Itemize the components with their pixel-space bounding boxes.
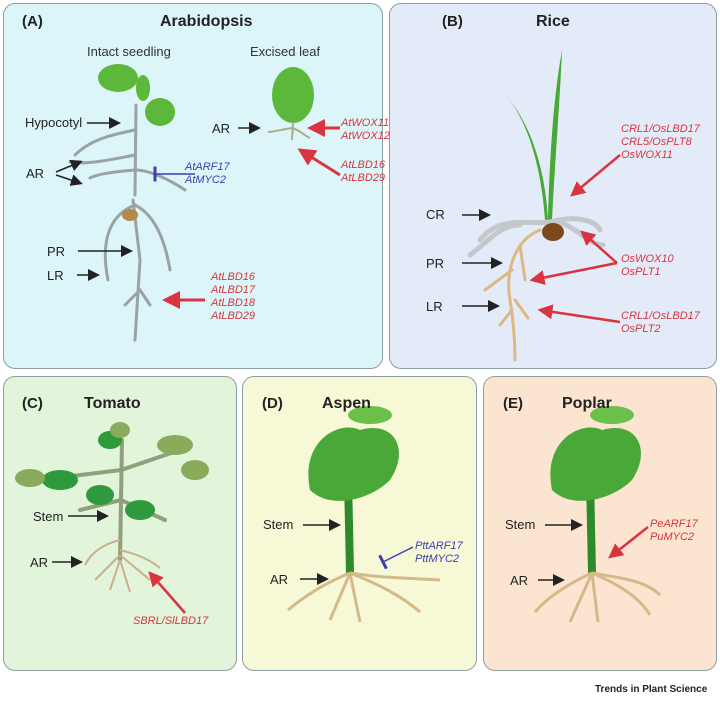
panel-arabidopsis: [3, 3, 383, 369]
panel-title: Aspen: [322, 395, 371, 412]
gene-label: AtWOX11 AtWOX12: [341, 117, 390, 142]
label-stem: Stem: [33, 509, 64, 524]
label-ar: AR: [26, 166, 45, 181]
label-ar: AR: [30, 555, 49, 570]
subtitle: Intact seedling: [87, 44, 171, 59]
gene-label-repressor: AtARF17 AtMYC2: [185, 161, 230, 186]
label-stem: Stem: [505, 517, 536, 532]
label-stem: Stem: [263, 517, 294, 532]
label-pr: PR: [47, 244, 66, 259]
gene-label-repressor: PttARF17 PttMYC2: [415, 540, 463, 565]
label-lr: LR: [47, 268, 64, 283]
gene-label: SBRL/SlLBD17: [133, 615, 209, 627]
journal-footer: Trends in Plant Science: [595, 684, 708, 695]
label-ar: AR: [270, 572, 289, 587]
label-ar-leaf: AR: [212, 121, 231, 136]
leaf-roots: [267, 121, 311, 141]
panel-title: Rice: [536, 13, 570, 30]
panel-letter: (E): [503, 395, 523, 412]
poplar-plant: [533, 406, 662, 623]
label-ar: AR: [510, 573, 529, 588]
panel-title: Arabidopsis: [160, 13, 253, 30]
tomato-plant: [15, 422, 209, 593]
panel-title: Poplar: [562, 395, 612, 412]
panel-letter: (C): [22, 395, 43, 412]
gene-label: OsWOX10 OsPLT1: [621, 253, 674, 278]
aspen-plant: [287, 406, 441, 623]
gene-label: CRL1/OsLBD17 CRL5/OsPLT8 OsWOX11: [621, 123, 700, 161]
panel-letter: (A): [22, 13, 43, 30]
cotyledon-leaves: [98, 64, 314, 126]
gene-label: CRL1/OsLBD17 OsPLT2: [621, 310, 700, 335]
seed-icon: [122, 209, 138, 221]
panel-letter: (D): [262, 395, 283, 412]
panel-poplar: [483, 376, 717, 671]
gene-label: AtLBD16 AtLBD17 AtLBD18 AtLBD29: [211, 271, 256, 322]
rice-seedling: [467, 50, 606, 362]
panel-letter: (B): [442, 13, 463, 30]
arabidopsis-seedling: [68, 103, 187, 342]
gene-label: PeARF17 PuMYC2: [650, 518, 698, 543]
label-hypocotyl: Hypocotyl: [25, 115, 83, 130]
panel-title: Tomato: [84, 395, 141, 412]
label-pr: PR: [426, 256, 445, 271]
label-lr: LR: [426, 299, 443, 314]
gene-label: AtLBD16 AtLBD29: [341, 159, 386, 184]
label-cr: CR: [426, 207, 445, 222]
subtitle: Excised leaf: [250, 44, 321, 59]
